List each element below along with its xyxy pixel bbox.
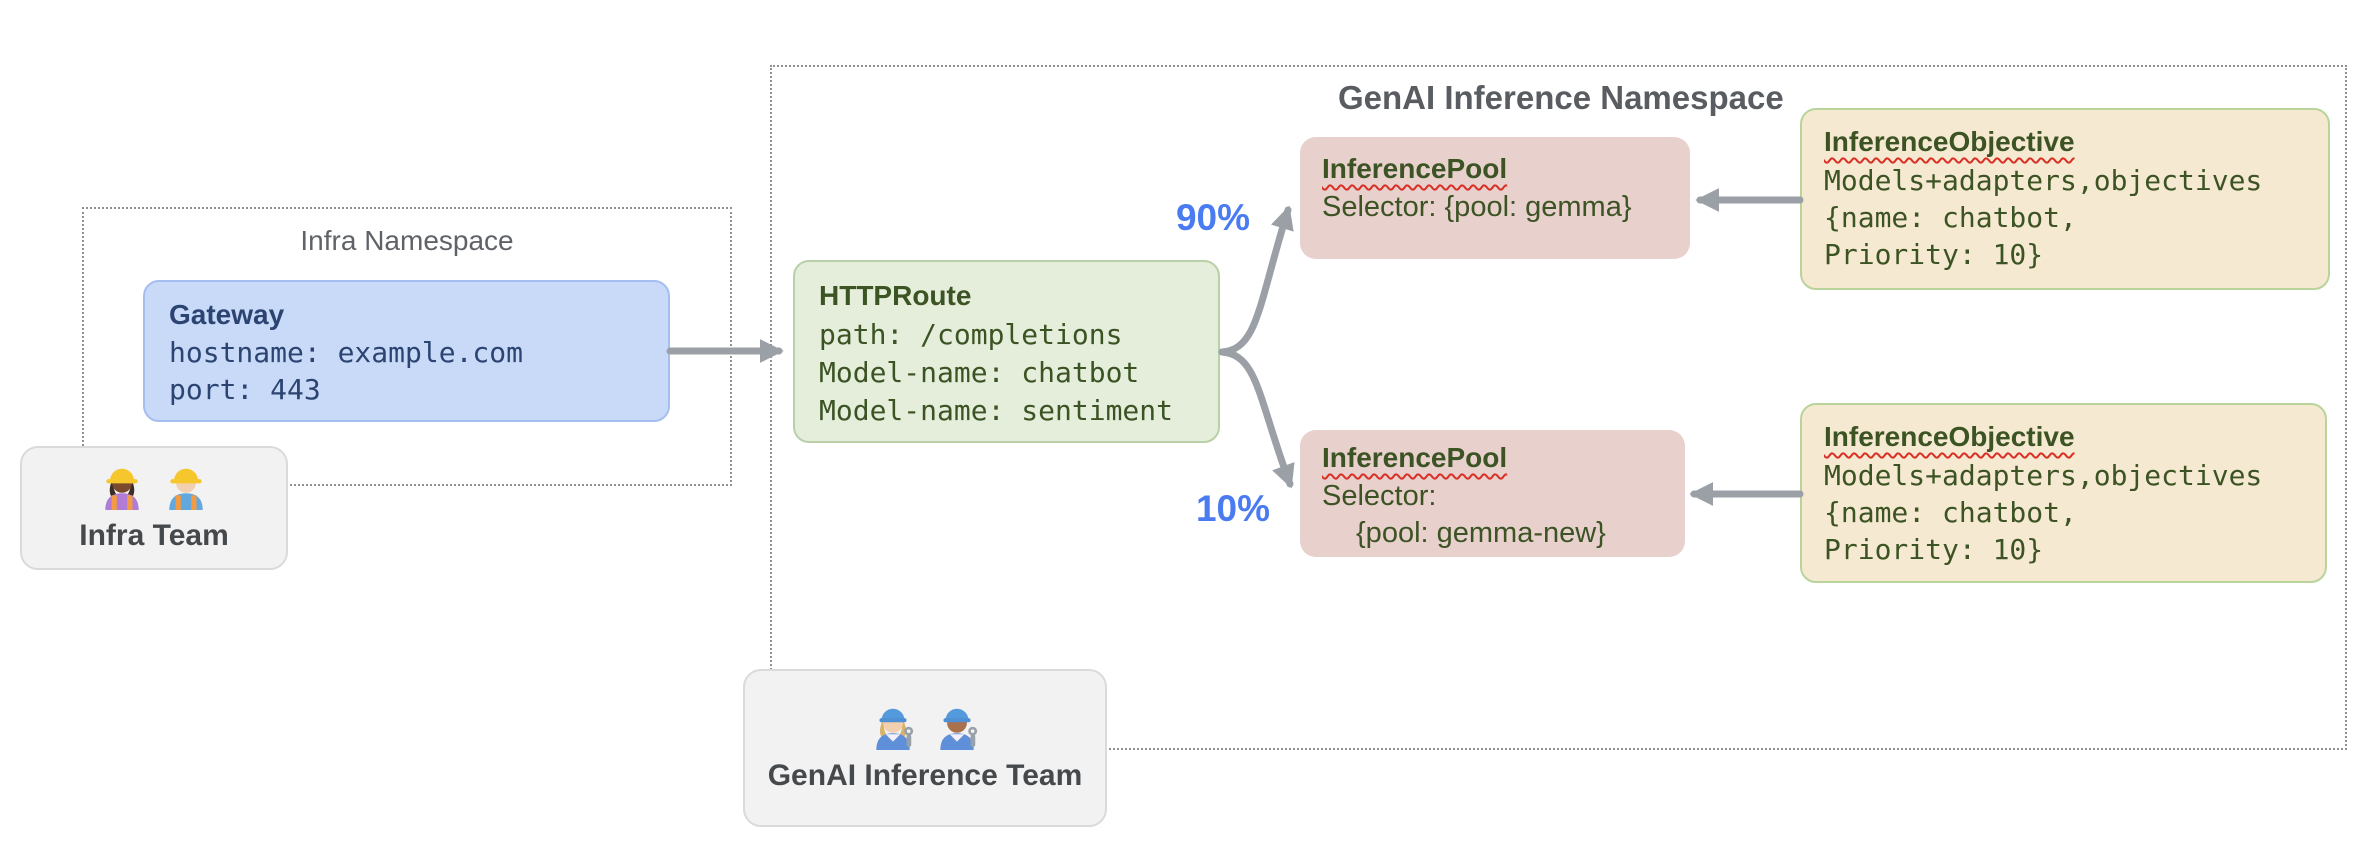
inference-objective-models: Models+adapters,objectives (1824, 164, 2263, 197)
genai-team-icons (869, 703, 981, 751)
genai-namespace-box: GenAI Inference Namespace (770, 65, 2347, 750)
inference-objective-name: {name: chatbot, (1824, 496, 2077, 529)
inference-pool-box-bottom: InferencePool Selector: {pool: gemma-new… (1300, 430, 1685, 557)
inference-objective-title: InferenceObjective (1824, 421, 2075, 452)
infra-team-icons (98, 463, 210, 511)
traffic-split-10-label: 10% (1195, 488, 1270, 529)
infra-team-label: Infra Team (79, 519, 229, 552)
inference-pool-selector-value: {pool: gemma-new} (1356, 517, 1606, 549)
inference-pool-title: InferencePool (1322, 442, 1508, 473)
httproute-model-2: Model-name: sentiment (819, 394, 1174, 427)
inference-objective-title: InferenceObjective (1824, 126, 2075, 157)
mechanic-woman-icon (876, 708, 914, 750)
httproute-model-1: Model-name: chatbot (819, 356, 1140, 389)
gateway-port: port: 443 (169, 373, 321, 406)
gateway-box: Gateway hostname: example.com port: 443 (143, 280, 670, 422)
mechanic-man-icon (940, 708, 978, 750)
gateway-title: Gateway (169, 299, 285, 330)
inference-objective-box-bottom: InferenceObjective Models+adapters,objec… (1800, 403, 2327, 583)
inference-objective-box-top: InferenceObjective Models+adapters,objec… (1800, 108, 2330, 290)
gateway-hostname: hostname: example.com (169, 336, 524, 369)
construction-worker-man-icon (169, 468, 203, 510)
genai-team-label: GenAI Inference Team (767, 759, 1083, 792)
inference-pool-box-top: InferencePool Selector: {pool: gemma} (1300, 137, 1690, 259)
infra-namespace-box: Infra Namespace (82, 207, 732, 486)
inference-pool-title: InferencePool (1322, 153, 1508, 184)
inference-objective-name: {name: chatbot, (1824, 201, 2077, 234)
infra-namespace-label: Infra Namespace (300, 225, 514, 256)
traffic-split-90-label: 90% (1175, 197, 1250, 238)
inference-objective-priority: Priority: 10} (1824, 238, 2044, 271)
httproute-path: path: /completions (819, 318, 1123, 351)
genai-team-card: GenAI Inference Team (743, 669, 1107, 827)
inference-pool-selector: Selector: {pool: gemma} (1322, 191, 1632, 223)
inference-objective-models: Models+adapters,objectives (1824, 459, 2263, 492)
genai-namespace-label: GenAI Inference Namespace (1338, 79, 1784, 116)
construction-worker-woman-icon (105, 468, 139, 510)
inference-objective-priority: Priority: 10} (1824, 533, 2044, 566)
httproute-title: HTTPRoute (819, 280, 972, 311)
inference-pool-selector: Selector: (1322, 480, 1437, 512)
infra-team-card: Infra Team (20, 446, 288, 570)
httproute-box: HTTPRoute path: /completions Model-name:… (793, 260, 1220, 443)
